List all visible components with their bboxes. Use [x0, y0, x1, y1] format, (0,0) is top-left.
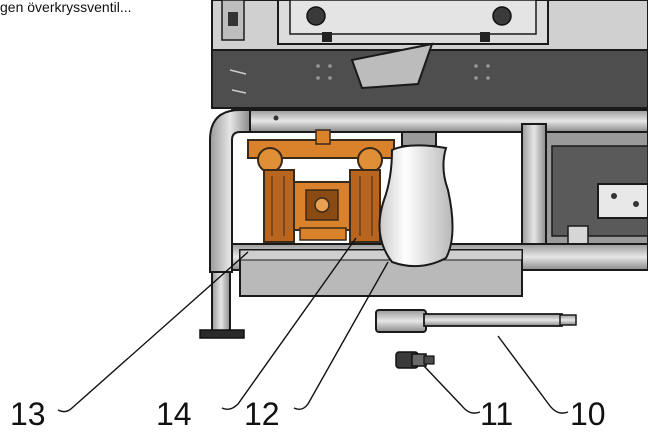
pipe-rod-icon: [375, 309, 577, 333]
leader-10: [497, 335, 569, 414]
machine-frame-icon: [211, 0, 648, 109]
callout-10: 10: [570, 396, 606, 432]
callout-14: 14: [156, 396, 192, 432]
frame-foot: [199, 271, 245, 339]
leader-11: [423, 365, 481, 414]
leader-13: [57, 251, 249, 413]
diaphragm-pump-icon: [247, 129, 395, 243]
leader-14: [221, 237, 357, 411]
caption-text: gen överkryssventil...: [0, 0, 132, 15]
callout-11: 11: [480, 396, 513, 432]
callout-13: 13: [10, 396, 46, 432]
callout-12: 12: [244, 396, 280, 432]
tube-frame: [209, 109, 648, 273]
leader-12: [293, 261, 389, 411]
valve-fitting-icon: [395, 351, 435, 369]
filter-bag-icon: [378, 131, 454, 268]
